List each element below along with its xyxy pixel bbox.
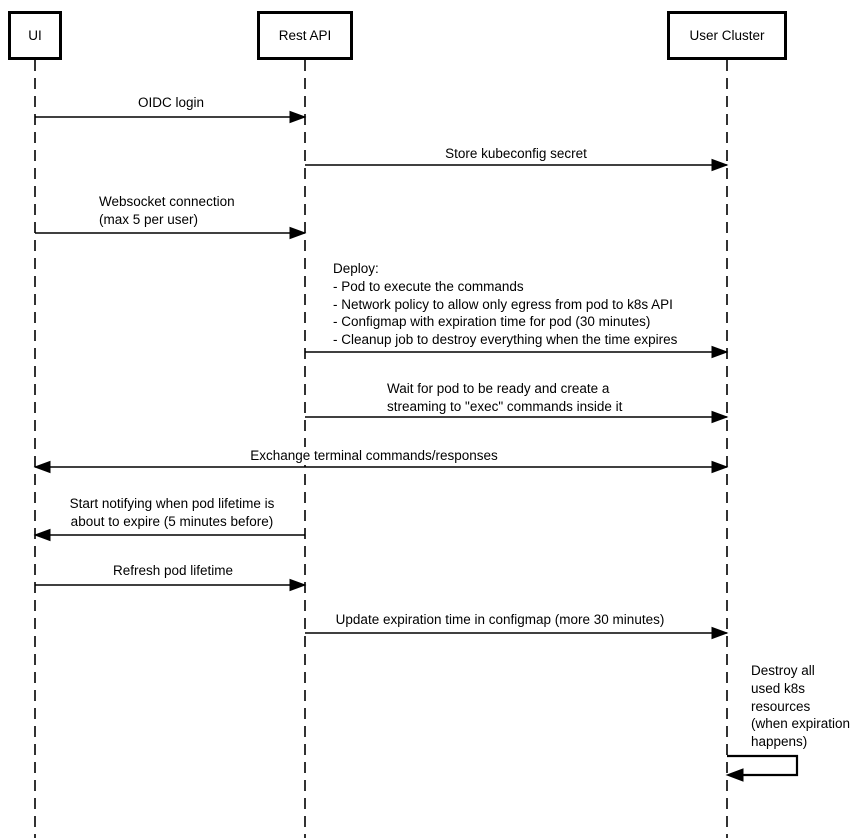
actor-label-rest-api: Rest API xyxy=(278,28,332,43)
arrowhead-start-exchange-terminal xyxy=(33,460,51,474)
arrowhead-update-expiration-time xyxy=(711,626,729,640)
arrowhead-exchange-terminal xyxy=(711,460,729,474)
message-label-start-notifying-expire: Start notifying when pod lifetime is abo… xyxy=(67,495,277,531)
message-label-update-expiration-time: Update expiration time in configmap (mor… xyxy=(333,611,667,629)
message-label-wait-for-pod-ready: Wait for pod to be ready and create a st… xyxy=(385,380,625,416)
arrowhead-websocket-connection xyxy=(289,226,307,240)
arrowhead-oidc-login xyxy=(289,110,307,124)
arrowhead-deploy-resources xyxy=(711,345,729,359)
message-label-oidc-login: OIDC login xyxy=(135,94,207,112)
self-message-destroy-k8s-resources xyxy=(727,754,799,777)
arrowhead-store-kubeconfig-secret xyxy=(711,158,729,172)
arrowhead-destroy-k8s-resources xyxy=(725,768,744,782)
arrowhead-refresh-pod-lifetime xyxy=(289,578,307,592)
actor-label-user-cluster: User Cluster xyxy=(689,28,765,43)
actor-box-ui: UI xyxy=(8,11,62,60)
message-label-destroy-k8s-resources: Destroy all used k8s resources (when exp… xyxy=(749,662,853,751)
message-label-exchange-terminal: Exchange terminal commands/responses xyxy=(248,447,500,465)
actor-box-user-cluster: User Cluster xyxy=(667,11,787,60)
message-label-websocket-connection: Websocket connection (max 5 per user) xyxy=(97,193,237,229)
arrowhead-wait-for-pod-ready xyxy=(711,410,729,424)
message-label-refresh-pod-lifetime: Refresh pod lifetime xyxy=(110,562,236,580)
arrowhead-start-notifying-expire xyxy=(33,528,51,542)
actor-box-rest-api: Rest API xyxy=(257,11,353,60)
message-label-deploy-resources: Deploy: - Pod to execute the commands - … xyxy=(331,260,680,349)
actor-label-ui: UI xyxy=(28,28,42,43)
message-label-store-kubeconfig-secret: Store kubeconfig secret xyxy=(443,145,589,163)
